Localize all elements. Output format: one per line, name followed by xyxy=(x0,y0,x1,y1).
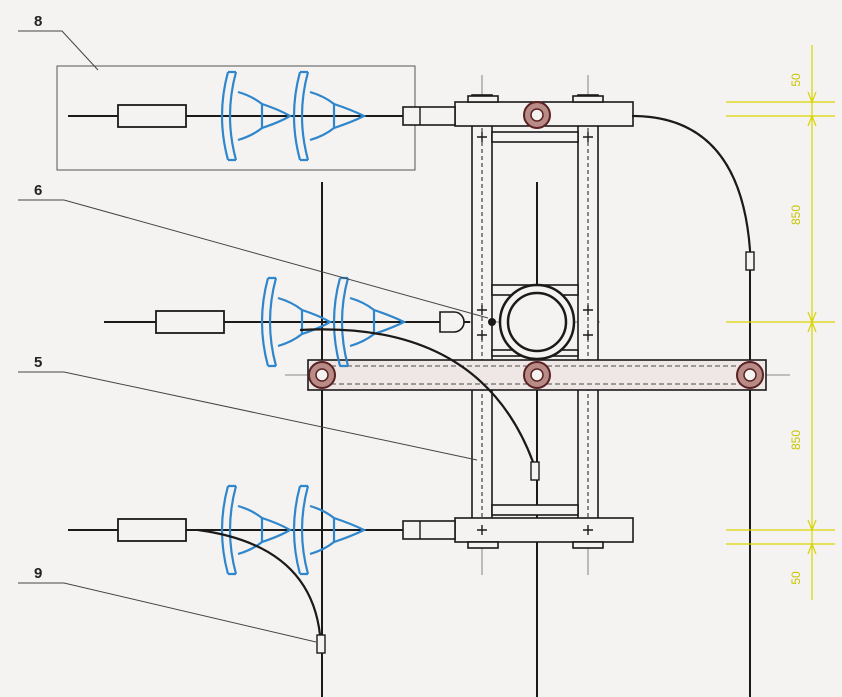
jumper-top-right xyxy=(631,114,752,251)
dim-bottom-gap: 50 xyxy=(789,571,803,585)
jumper-clamp-top-right xyxy=(745,251,755,271)
jumper-clamp-bottom xyxy=(316,634,326,654)
pulley-top xyxy=(523,101,551,129)
bolt-marks xyxy=(477,132,593,535)
tension-clamp-top xyxy=(117,104,187,128)
dim-lower-span: 850 xyxy=(789,430,803,450)
dimension-chain xyxy=(726,45,835,600)
jumper-middle xyxy=(299,328,535,463)
insulator-string-top xyxy=(68,70,456,162)
jumper-bottom xyxy=(197,528,322,636)
central-pipe xyxy=(498,283,576,361)
leader-5 xyxy=(18,371,478,461)
dim-upper-span: 850 xyxy=(789,205,803,225)
jumper-clamp-middle xyxy=(530,461,540,481)
dim-top-gap: 50 xyxy=(789,73,803,87)
callout-9: 9 xyxy=(34,565,42,582)
tension-clamp-middle xyxy=(155,310,225,334)
callout-6: 6 xyxy=(34,182,42,199)
pulley-left xyxy=(308,361,336,389)
insulator-string-bottom xyxy=(68,484,456,576)
tension-clamp-bottom xyxy=(117,518,187,542)
insulator-string-middle xyxy=(104,276,496,368)
pulleys xyxy=(308,101,764,389)
callout-5: 5 xyxy=(34,354,42,371)
callout-8: 8 xyxy=(34,13,42,30)
pulley-center xyxy=(523,361,551,389)
leader-8 xyxy=(18,30,99,71)
pulley-right xyxy=(736,361,764,389)
leader-lines xyxy=(18,30,489,643)
leader-6 xyxy=(18,199,489,319)
leader-9 xyxy=(18,582,317,643)
